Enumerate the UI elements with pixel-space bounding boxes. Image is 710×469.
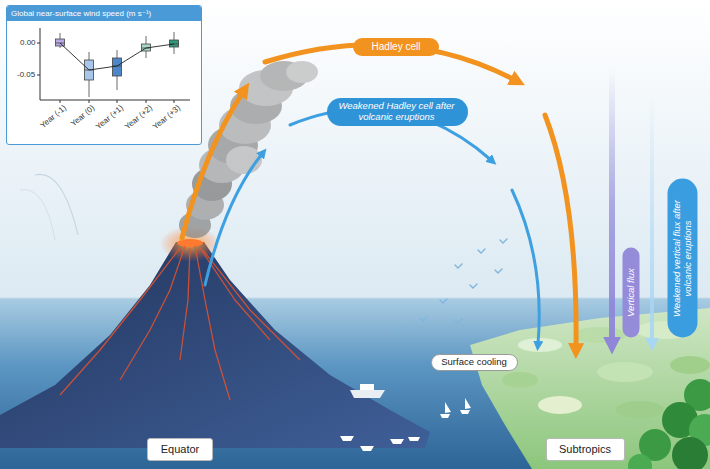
- smoke-plume-part: [286, 61, 318, 83]
- node-label: Hadley cell: [371, 41, 421, 53]
- birds-part: [395, 327, 402, 331]
- box-plot-part: [113, 58, 122, 76]
- inset-chart-part: [146, 100, 147, 103]
- vertical-flux-arrows-part: [609, 70, 615, 342]
- land-part: [574, 327, 626, 343]
- birds-part: [470, 284, 477, 288]
- box-plot-part: [170, 40, 179, 47]
- hadley-cell-arrow-part: [545, 115, 576, 348]
- lava-streams-part: [60, 248, 180, 395]
- birds-part: [495, 269, 502, 273]
- inset-chart-part: [6, 5, 202, 145]
- lava-streams-part: [180, 248, 190, 360]
- vertical-flux-arrows-part: [650, 95, 654, 342]
- ships-part: [360, 384, 374, 390]
- sea-part: [0, 298, 710, 299]
- land-part: [616, 401, 664, 419]
- axis-tick-label: -0.05: [17, 71, 35, 80]
- inset-chart-part: [60, 100, 61, 103]
- surface-cooling-pill: Surface cooling: [431, 354, 518, 371]
- subtropics-box: Subtropics: [546, 438, 625, 461]
- lava-streams: [60, 246, 300, 400]
- weakened-hadley-arrow-part: [512, 190, 539, 344]
- ships-part: [390, 439, 404, 444]
- inset-chart: [6, 5, 202, 145]
- volcano-part: [0, 242, 430, 448]
- land-part: [670, 356, 710, 374]
- ships-part: [350, 390, 385, 398]
- node-label: Global near-surface wind speed (m s⁻¹): [7, 6, 201, 21]
- node-label: Subtropics: [559, 443, 612, 456]
- ships-part: [360, 446, 374, 451]
- inset-chart-part: [37, 75, 40, 76]
- lava-streams-part: [203, 250, 300, 360]
- box-plot: [56, 32, 179, 97]
- axis-tick-label: 0.00: [20, 39, 36, 48]
- land-part: [502, 372, 538, 388]
- box-plot-part: [60, 43, 174, 70]
- ships-part: [408, 437, 420, 441]
- ships-part: [460, 398, 471, 414]
- inset-chart-part: [40, 100, 190, 101]
- node-label: Equator: [160, 443, 200, 456]
- weakened-vertical-flux-pill: Weakened vertical flux after volcanic er…: [667, 179, 697, 338]
- box-plot-part: [56, 39, 65, 46]
- vertical-flux-arrows: [612, 70, 652, 342]
- birds-part: [455, 319, 462, 323]
- trees-part: [628, 454, 652, 469]
- ships-part: [440, 402, 451, 418]
- land-part: [538, 396, 582, 414]
- hadley-cell-arrow: [182, 45, 576, 348]
- trees: [628, 379, 710, 469]
- birds-part: [440, 299, 447, 303]
- volcano: [0, 226, 430, 448]
- weakened-hadley-arrow-part: [205, 154, 262, 285]
- lava-streams-part: [195, 246, 230, 400]
- ships: [340, 384, 471, 451]
- birds-part: [420, 317, 427, 321]
- birds-part: [478, 249, 485, 253]
- ships-part: [340, 436, 354, 441]
- land-part: [518, 338, 562, 352]
- node-label: Weakened Hadley cell after volcanic erup…: [336, 101, 458, 123]
- inset-chart-part: [89, 100, 90, 103]
- land-part: [597, 362, 653, 382]
- equator-box: Equator: [147, 438, 213, 461]
- hadley-cell-pill: Hadley cell: [353, 38, 439, 56]
- birds: [395, 239, 507, 331]
- weakened-hadley-arrow: [205, 109, 539, 344]
- inset-chart-part: [174, 100, 175, 103]
- vertical-flux-pill: Vertical flux: [623, 247, 640, 337]
- node-label: Surface cooling: [441, 357, 508, 368]
- birds-part: [455, 264, 462, 268]
- sky-part: [20, 190, 55, 240]
- sky-part: [35, 174, 78, 235]
- trees-part: [672, 437, 708, 469]
- inset-chart-part: [40, 28, 41, 100]
- node-label: Weakened vertical flux after volcanic er…: [671, 200, 693, 318]
- node-label: Vertical flux: [626, 267, 637, 317]
- birds-part: [500, 239, 507, 243]
- inset-chart-part: [37, 43, 40, 44]
- inset-chart-part: [117, 100, 118, 103]
- weakened-hadley-pill: Weakened Hadley cell after volcanic erup…: [327, 98, 468, 126]
